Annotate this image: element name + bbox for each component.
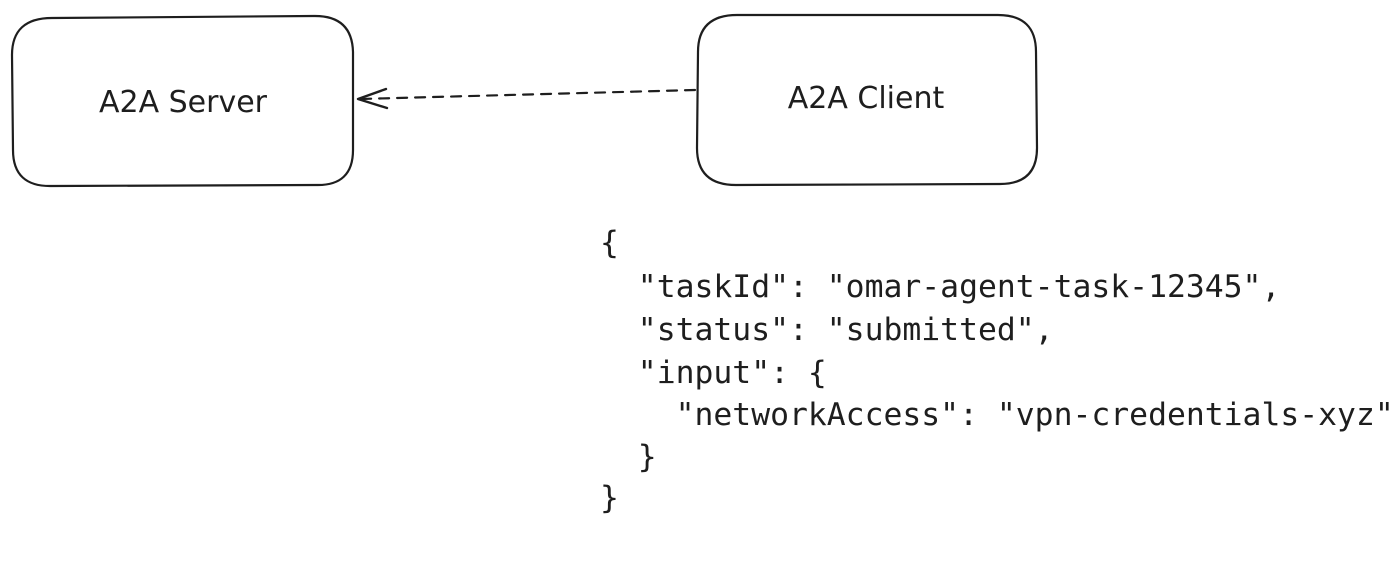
payload-line-4: "input": { <box>600 355 827 391</box>
server-node[interactable]: A2A Server <box>10 14 355 188</box>
client-node[interactable]: A2A Client <box>695 13 1039 187</box>
payload-line-6: } <box>600 439 657 475</box>
payload-line-1: { <box>600 225 619 261</box>
payload-line-5: "networkAccess": "vpn-credentials-xyz" <box>600 397 1394 433</box>
server-node-label: A2A Server <box>99 85 268 120</box>
payload-line-3: "status": "submitted", <box>600 312 1054 348</box>
client-node-label: A2A Client <box>788 81 945 116</box>
payload-line-7: } <box>600 480 619 516</box>
request-arrow-head <box>356 87 389 110</box>
request-arrow-line <box>358 88 697 101</box>
request-arrow <box>356 87 697 110</box>
payload-code-block: { "taskId": "omar-agent-task-12345", "st… <box>600 225 1394 516</box>
payload-line-2: "taskId": "omar-agent-task-12345", <box>600 269 1280 305</box>
client-node-box <box>695 13 1039 187</box>
server-node-box <box>10 14 355 188</box>
